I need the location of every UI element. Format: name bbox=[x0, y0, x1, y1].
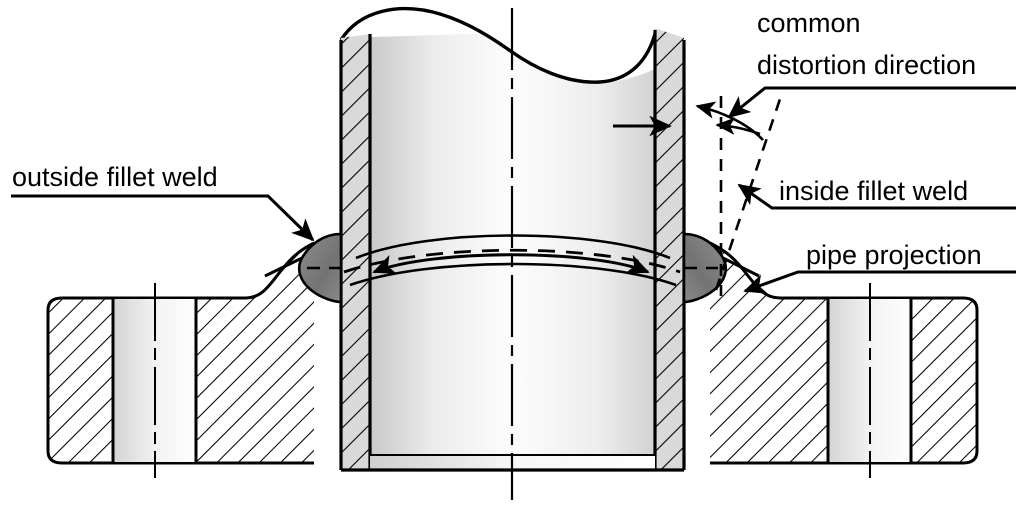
distortion-slant-dashed-line bbox=[714, 95, 783, 291]
leader-outside-fillet-weld bbox=[11, 194, 315, 242]
pipe-wall-left bbox=[339, 34, 372, 470]
label-pipe-projection: pipe projection bbox=[806, 240, 982, 270]
leader-inside-fillet-weld bbox=[737, 183, 1016, 210]
pipe-wall-right bbox=[653, 28, 686, 470]
distortion-arc-lower bbox=[715, 117, 761, 136]
outside-fillet-weld-bead bbox=[298, 232, 343, 304]
weld-width-double-arrow bbox=[372, 253, 650, 274]
label-common-line1: common bbox=[757, 8, 861, 38]
inside-fillet-weld-bead bbox=[682, 232, 727, 304]
hub-right-shoulder-edge bbox=[722, 256, 760, 278]
label-common-line2: distortion direction bbox=[757, 50, 976, 80]
distortion-indicator-group bbox=[613, 95, 783, 296]
leader-pipe-projection bbox=[743, 270, 1016, 294]
pipe-top-cutaway-mask bbox=[330, 0, 700, 84]
leader-common-distortion-direction bbox=[727, 86, 1016, 119]
label-outside-fillet-weld: outside fillet weld bbox=[12, 162, 218, 192]
label-inside-fillet-weld: inside fillet weld bbox=[779, 176, 968, 206]
hub-left-shoulder-edge bbox=[264, 256, 303, 278]
